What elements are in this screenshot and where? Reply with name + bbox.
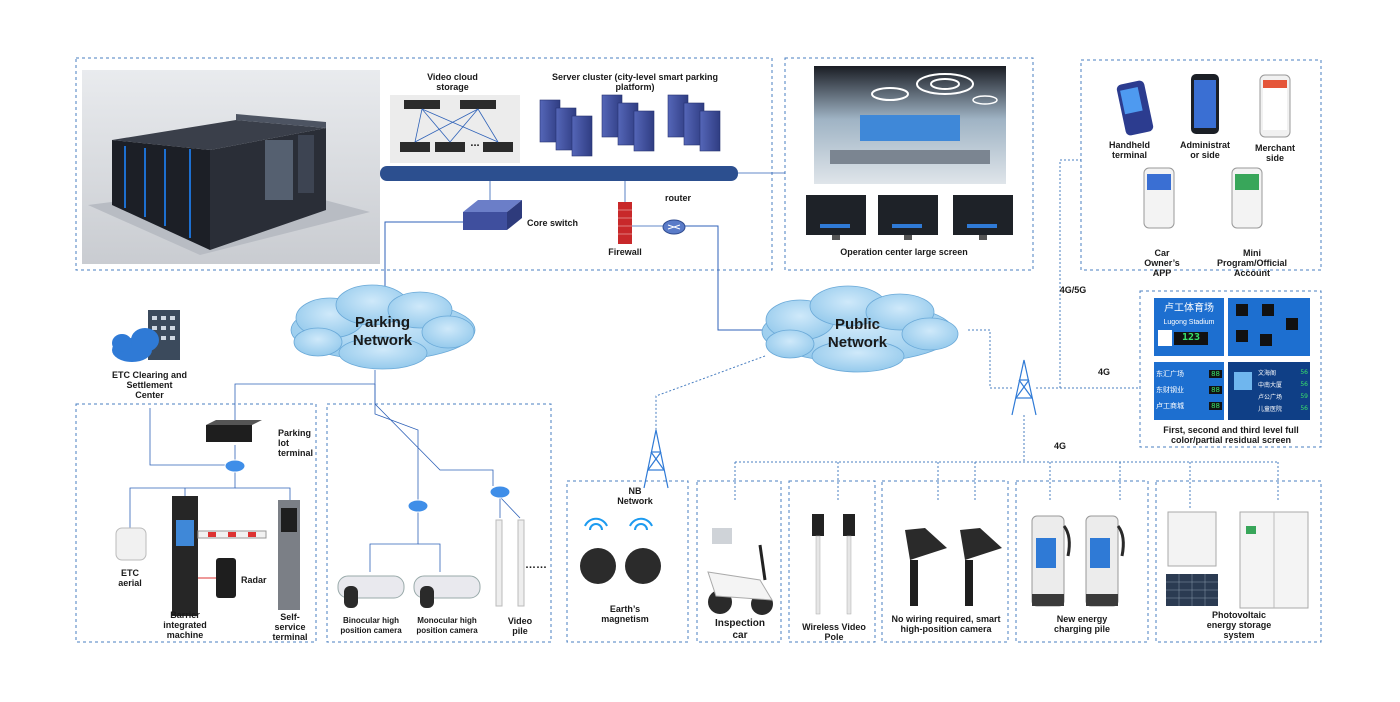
earth-magnetism-label: Earth’s magnetism — [601, 604, 649, 624]
magnetism-devices — [580, 517, 661, 584]
pv-storage-devices — [1166, 511, 1309, 609]
backbone-bus — [380, 166, 738, 181]
barrier-machine-label: Barrier integrated machine — [163, 610, 207, 640]
sign4-row: 文海阁 56 — [1258, 366, 1308, 378]
firewall-label: Firewall — [608, 247, 642, 257]
router-device — [662, 219, 686, 235]
group-boxes — [75, 57, 1322, 643]
charging-box — [1015, 480, 1149, 643]
sign3-row-num: 88 — [1209, 402, 1222, 410]
sign4-row-num: 56 — [1300, 368, 1308, 376]
magnet-box — [566, 480, 689, 643]
parking-lot-devices — [115, 496, 300, 616]
pole-box — [788, 480, 876, 643]
parking-lot-box — [75, 403, 317, 643]
sign3-row-name: 东汇广场 — [1156, 370, 1184, 378]
sign1-title: 卢工体育场 — [1164, 303, 1214, 314]
4g-tower — [1011, 359, 1037, 416]
sign4-row-name: 卢公广场 — [1258, 393, 1283, 401]
server-cluster — [539, 94, 721, 157]
sign4-row-num: 56 — [1300, 404, 1308, 412]
video-pile-label: Video pile — [507, 616, 533, 636]
parking-terminal-label: Parking lot terminal — [278, 428, 314, 458]
no-wiring-camera-label: No wiring required, smart high-position … — [891, 614, 1001, 634]
sign3-rows: 东汇广场 88 东财钢业 88 卢工商城 88 — [1156, 366, 1222, 414]
sign4-row-num: 56 — [1300, 380, 1308, 388]
roadside-ellipsis: …… — [525, 559, 547, 571]
guidance-screen-box — [1139, 290, 1322, 448]
sign3-row: 东财钢业 88 — [1156, 382, 1222, 398]
inspection-vehicle — [707, 528, 773, 615]
roadside-cameras — [337, 519, 525, 608]
sign4-row: 中南大厦 56 — [1258, 378, 1308, 390]
wireless-pole-label: Wireless Video Pole — [802, 622, 866, 642]
mini-switch — [224, 459, 511, 513]
charging-piles — [1031, 515, 1125, 607]
storage-ellipsis: ... — [470, 137, 480, 149]
video-poles — [812, 514, 855, 615]
link-4g5g-label: 4G/5G — [1059, 285, 1087, 295]
parking-terminal-device — [206, 420, 262, 442]
sign4-row: 卢公广场 59 — [1258, 390, 1308, 402]
parking-network-label: Parking Network — [352, 314, 413, 349]
inspection-car-label: Inspection car — [714, 618, 765, 641]
binocular-camera-label: Binocular high position camera — [340, 616, 402, 635]
storage-array — [390, 95, 520, 163]
sign3-row: 卢工商城 88 — [1156, 398, 1222, 414]
car-owner-app-label: Car Owner’s APP — [1144, 248, 1180, 278]
administrator-side-label: Administrat or side — [1179, 140, 1230, 160]
link-4g-label-b: 4G — [1053, 441, 1066, 451]
monocular-camera-label: Monocular high position camera — [416, 616, 478, 635]
sign4-row-num: 59 — [1300, 392, 1308, 400]
sign3-row-num: 88 — [1209, 370, 1222, 378]
etc-center-label: ETC Clearing and Settlement Center — [112, 370, 188, 400]
operation-center-box — [784, 57, 1034, 271]
router-label: router — [664, 193, 691, 203]
sign4-row: 儿童医院 56 — [1258, 402, 1308, 414]
pv-box — [1155, 480, 1322, 643]
sign3-row-name: 卢工商城 — [1156, 402, 1184, 410]
radar-label: Radar — [241, 575, 267, 585]
datacenter-box — [75, 57, 773, 271]
firewall-device — [618, 202, 632, 244]
etc-aerial-label: ETC aerial — [118, 568, 142, 588]
sign1-subtitle: Lugong Stadium — [1163, 319, 1215, 326]
sign4-row-name: 文海阁 — [1258, 369, 1277, 377]
terminals-box — [1080, 59, 1322, 271]
video-cloud-storage-label: Video cloud storage — [427, 72, 478, 92]
etc-center-device — [112, 310, 180, 362]
guidance-signs — [1154, 298, 1310, 420]
sign3-row-num: 88 — [1209, 386, 1222, 394]
sign3-row: 东汇广场 88 — [1156, 366, 1222, 382]
sign4-row-name: 中南大厦 — [1258, 381, 1283, 389]
handheld-terminal-label: Handheld terminal — [1108, 140, 1150, 160]
terminal-devices — [1116, 74, 1291, 229]
roadside-box — [326, 403, 552, 643]
merchant-side-label: Merchant side — [1254, 143, 1295, 163]
guidance-screen-label: First, second and third level full color… — [1163, 425, 1299, 445]
sign4-row-name: 儿童医院 — [1258, 405, 1283, 413]
charging-pile-label: New energy charging pile — [1053, 614, 1110, 634]
operation-center-label: Operation center large screen — [840, 247, 968, 257]
self-service-label: Self-service terminal — [272, 612, 308, 642]
nb-tower — [643, 429, 669, 489]
public-network-cloud-shape — [761, 285, 959, 373]
mini-program-label: Mini Program/Official Account — [1216, 248, 1288, 278]
datacenter-photo — [82, 70, 380, 264]
sign3-row-name: 东财钢业 — [1156, 386, 1184, 394]
operation-center-photo — [806, 66, 1013, 240]
core-switch-label: Core switch — [527, 218, 579, 228]
nb-network-label: NB Network — [617, 486, 653, 506]
server-cluster-label: Server cluster (city-level smart parking… — [551, 72, 719, 92]
pv-storage-label: Photovoltaic energy storage system — [1206, 610, 1272, 640]
sign4-rows: 文海阁 56 中南大厦 56 卢公广场 59 儿童医院 56 — [1258, 366, 1308, 414]
nowire-camera-box — [881, 480, 1009, 643]
parking-network-cloud-shape — [290, 284, 476, 370]
sign1-count: 123 — [1181, 332, 1201, 343]
link-4g-label-a: 4G — [1097, 367, 1110, 377]
public-network-label: Public Network — [827, 316, 888, 351]
solar-cameras — [905, 528, 1002, 606]
inspection-box — [696, 480, 782, 643]
core-switch-device — [463, 200, 522, 230]
